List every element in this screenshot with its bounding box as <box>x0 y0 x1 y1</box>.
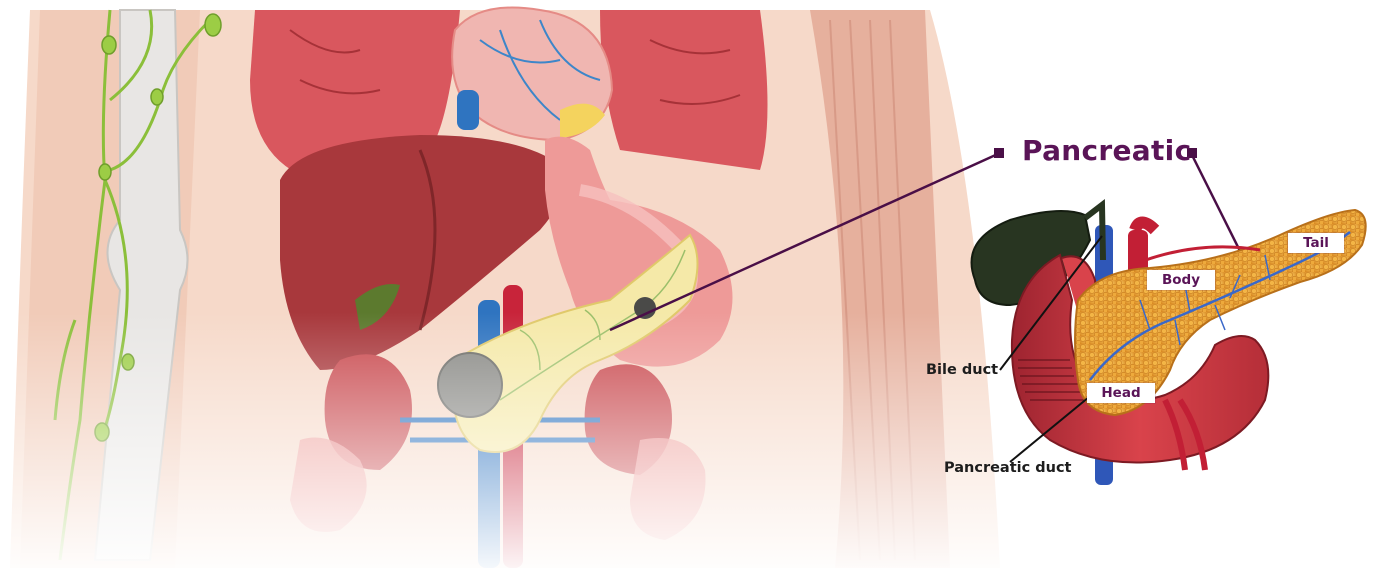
pancreatic-title: Pancreatic <box>1022 134 1191 167</box>
callout-square-left <box>994 148 1004 158</box>
torso-scene <box>0 0 1010 568</box>
label-head: Head <box>1087 383 1155 403</box>
label-tail: Tail <box>1288 233 1344 253</box>
fade-overlay <box>0 0 1010 568</box>
label-bile-duct: Bile duct <box>926 362 998 378</box>
label-pancreatic-duct: Pancreatic duct <box>944 460 1071 476</box>
label-body: Body <box>1147 270 1215 290</box>
callout-line-tail <box>1192 155 1242 255</box>
detail-artery-arch <box>1135 223 1155 231</box>
